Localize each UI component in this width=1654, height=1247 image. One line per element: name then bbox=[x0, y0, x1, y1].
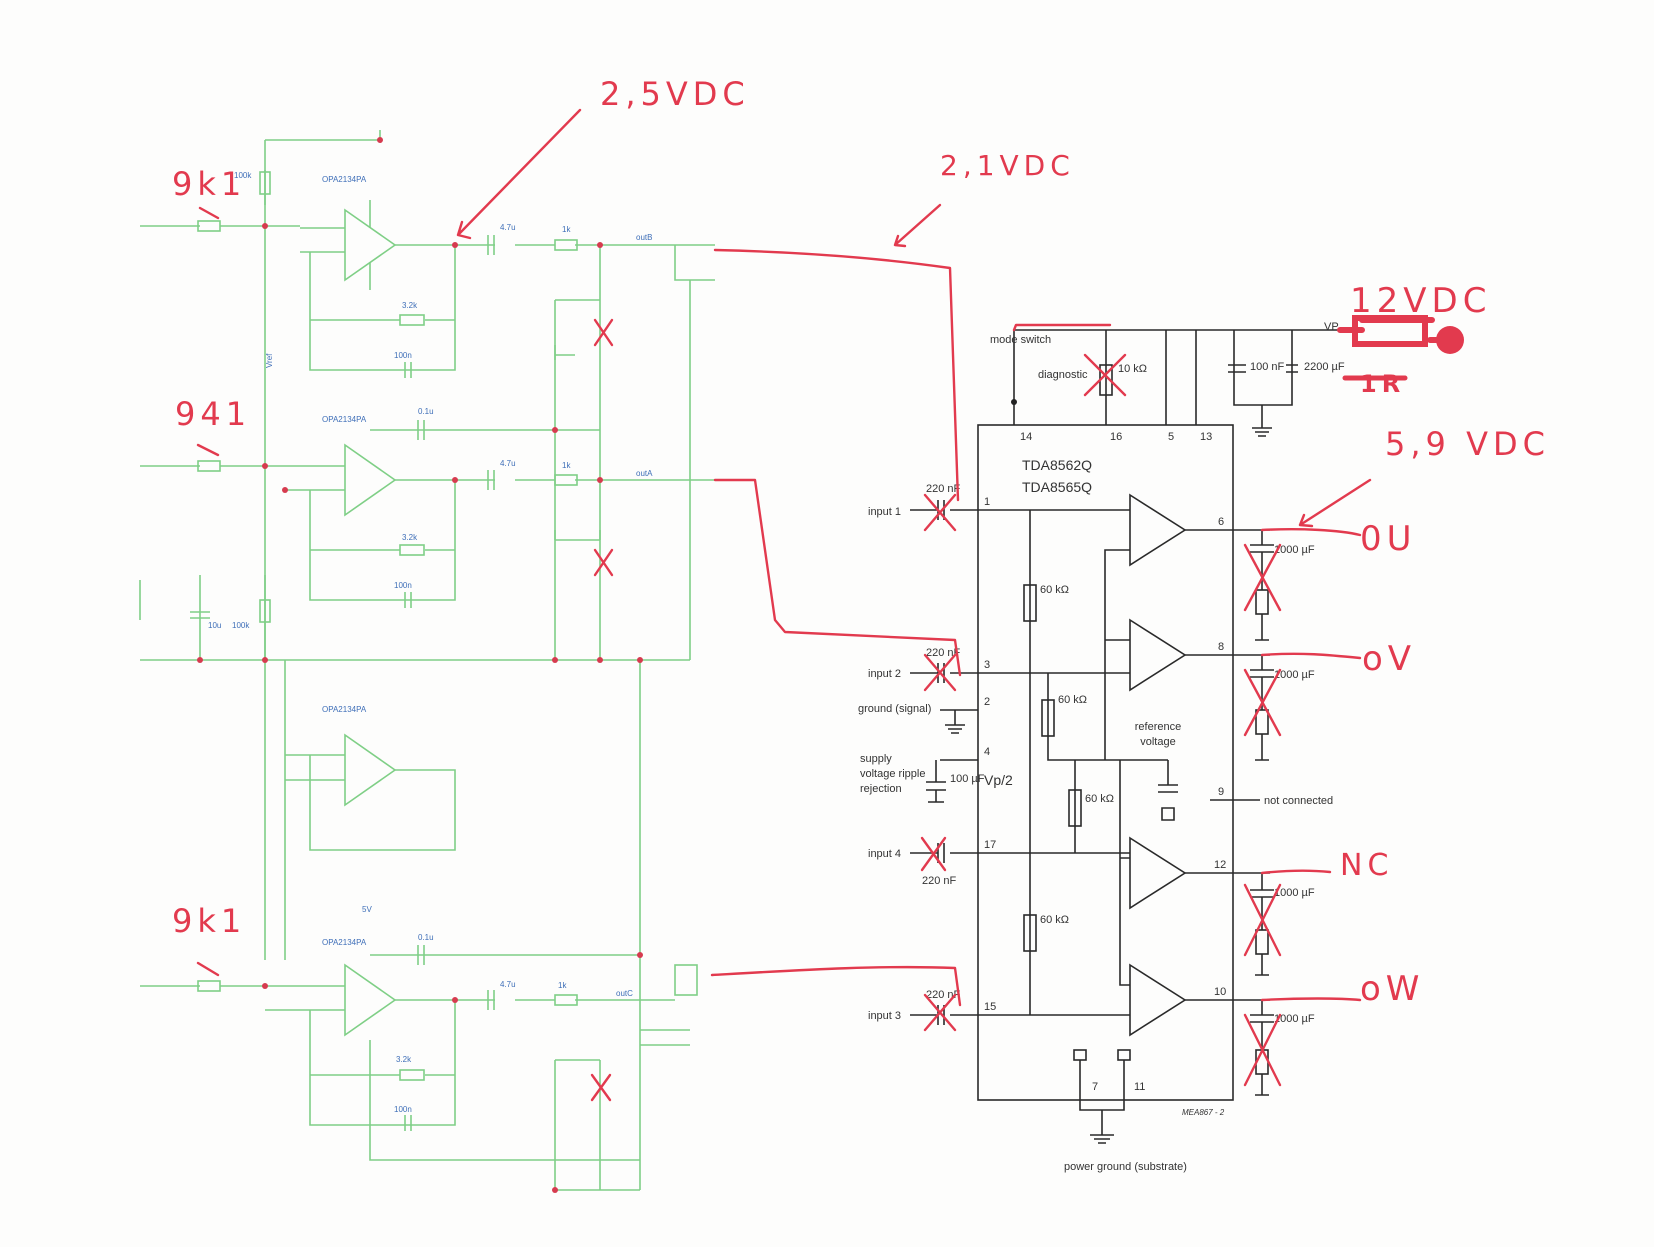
pin-8: 8 bbox=[1218, 641, 1224, 653]
c2-label: 100n bbox=[394, 581, 412, 590]
note-r-ch1: 9k1 bbox=[172, 165, 246, 203]
r-100k-label: 100k bbox=[234, 171, 252, 180]
r6-label: 3.2k bbox=[402, 533, 418, 542]
cap-100n-label: 100 nF bbox=[1250, 361, 1285, 373]
net-outa: outA bbox=[636, 469, 653, 478]
c4-label: 4.7u bbox=[500, 459, 516, 468]
cap-2200-label: 2200 µF bbox=[1304, 361, 1345, 373]
mode-switch-label: mode switch bbox=[990, 334, 1051, 346]
pin-4: 4 bbox=[984, 746, 990, 758]
not-connected-label: not connected bbox=[1264, 795, 1333, 807]
u12-label: OPA2134PA bbox=[322, 415, 367, 424]
note-r-ch2: 941 bbox=[175, 395, 251, 433]
input-1-label: input 1 bbox=[868, 506, 901, 518]
pin-13: 13 bbox=[1200, 431, 1212, 443]
pin-17: 17 bbox=[984, 839, 996, 851]
ref-voltage-box: reference voltage bbox=[1134, 721, 1182, 748]
preamp-schematic: OPA2134PA OPA2134PA OPA2134PA OPA2134PA … bbox=[139, 130, 715, 1193]
chip-name-1: TDA8562Q bbox=[1022, 457, 1092, 473]
cap-1000-1: 1000 µF bbox=[1274, 544, 1315, 556]
r8-label: 1k bbox=[562, 461, 571, 470]
net-outb: outB bbox=[636, 233, 652, 242]
r16-label: 1k bbox=[558, 981, 567, 990]
pin-9: 9 bbox=[1218, 786, 1224, 798]
pin-12: 12 bbox=[1214, 859, 1226, 871]
pin-6: 6 bbox=[1218, 516, 1224, 528]
c10-label: 4.7u bbox=[500, 980, 516, 989]
note-supply-resistor: 1R bbox=[1360, 370, 1405, 398]
v5-label: 5V bbox=[362, 905, 372, 914]
pin-16: 16 bbox=[1110, 431, 1122, 443]
hand-markup: 2,5VDC 2,1VDC 12VDC 1R 5,9 VDC 9k1 941 9… bbox=[172, 75, 1550, 1102]
cap-220-4: 220 nF bbox=[922, 875, 957, 887]
pin-3: 3 bbox=[984, 659, 990, 671]
note-output-voltage: 5,9 VDC bbox=[1385, 425, 1550, 463]
vref-label: Vref bbox=[265, 353, 274, 368]
r15-label: 3.2k bbox=[396, 1055, 412, 1064]
pin-10: 10 bbox=[1214, 986, 1226, 998]
input-2-label: input 2 bbox=[868, 668, 901, 680]
net-outc: outC bbox=[616, 989, 633, 998]
r5-label: 3.2k bbox=[402, 301, 418, 310]
pin-1: 1 bbox=[984, 496, 990, 508]
svrr-cap-label: 100 µF bbox=[950, 773, 985, 785]
note-supply-voltage: 12VDC bbox=[1350, 281, 1491, 321]
note-opamp-voltage: 2,5VDC bbox=[600, 75, 750, 113]
c6-label: 0.1u bbox=[418, 407, 434, 416]
c1-label: 10u bbox=[208, 621, 221, 630]
pin-14: 14 bbox=[1020, 431, 1032, 443]
diag-res-label: 10 kΩ bbox=[1118, 363, 1147, 375]
pin-2: 2 bbox=[984, 696, 990, 708]
svrr-label: supply voltage ripple rejection bbox=[860, 753, 926, 795]
u3-label: OPA2134PA bbox=[322, 938, 367, 947]
pin-5: 5 bbox=[1168, 431, 1174, 443]
pin-7: 7 bbox=[1092, 1081, 1098, 1093]
res-60-2: 60 kΩ bbox=[1058, 694, 1087, 706]
vp-label: VP bbox=[1324, 321, 1339, 333]
note-out-u: 0U bbox=[1360, 519, 1417, 559]
res-60-3: 60 kΩ bbox=[1085, 793, 1114, 805]
cap-1000-2: 1000 µF bbox=[1274, 669, 1315, 681]
cap-1000-4: 1000 µF bbox=[1274, 1013, 1315, 1025]
u11-label: OPA2134PA bbox=[322, 175, 367, 184]
ref-voltage-label: reference voltage bbox=[1134, 721, 1182, 748]
r7-label: 1k bbox=[562, 225, 571, 234]
note-out-w: oW bbox=[1360, 969, 1424, 1009]
note-out-v: oV bbox=[1362, 639, 1416, 679]
ground-signal-label: ground (signal) bbox=[858, 703, 931, 715]
power-ground-label: power ground (substrate) bbox=[1064, 1161, 1187, 1173]
res-60-4: 60 kΩ bbox=[1040, 914, 1069, 926]
res-60-1: 60 kΩ bbox=[1040, 584, 1069, 596]
input-4-label: input 4 bbox=[868, 848, 901, 860]
tda-amplifier-block: 14 16 5 13 TDA8562Q TDA8565Q bbox=[858, 321, 1345, 1173]
u2-label: OPA2134PA bbox=[322, 705, 367, 714]
input-3-label: input 3 bbox=[868, 1010, 901, 1022]
chip-name-2: TDA8565Q bbox=[1022, 479, 1092, 495]
c5-label: 4.7u bbox=[500, 223, 516, 232]
svrr-label-box: supply voltage ripple rejection bbox=[860, 753, 926, 795]
cap-220-2: 220 nF bbox=[926, 647, 961, 659]
note-r-ch3: 9k1 bbox=[172, 902, 246, 940]
drawing-code: MEA867 - 2 bbox=[1182, 1108, 1225, 1117]
diagnostic-label: diagnostic bbox=[1038, 369, 1088, 381]
pin-15: 15 bbox=[984, 1001, 996, 1013]
cap-220-1: 220 nF bbox=[926, 483, 961, 495]
vp2-label: Vp/2 bbox=[984, 772, 1013, 788]
c9-label: 100n bbox=[394, 1105, 412, 1114]
note-input-voltage: 2,1VDC bbox=[940, 149, 1075, 182]
note-out-nc: NC bbox=[1340, 848, 1393, 883]
cap-1000-3: 1000 µF bbox=[1274, 887, 1315, 899]
c12-label: 0.1u bbox=[418, 933, 434, 942]
c3-label: 100n bbox=[394, 351, 412, 360]
output-stage bbox=[1250, 530, 1274, 1096]
pin-11: 11 bbox=[1134, 1081, 1145, 1093]
r1-label: 100k bbox=[232, 621, 250, 630]
